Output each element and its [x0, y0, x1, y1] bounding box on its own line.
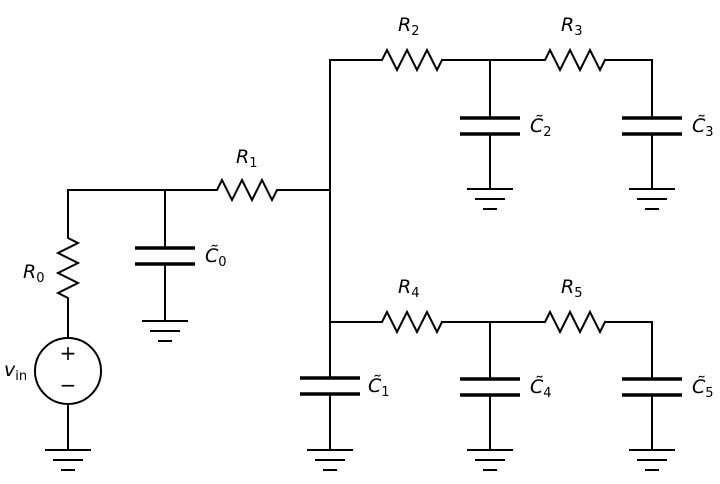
label-c2: C̃2 [530, 115, 552, 140]
label-r1: R1 [236, 146, 257, 171]
resistor-r3 [539, 47, 607, 73]
ground-symbol-c1 [307, 449, 353, 471]
voltage-source: + − [34, 337, 102, 405]
capacitor-c5 [622, 377, 682, 451]
source-minus-sign: − [60, 373, 77, 397]
capacitor-c2 [460, 59, 520, 190]
capacitor-c3 [622, 116, 682, 190]
label-r0: R0 [23, 261, 44, 286]
label-r3: R3 [561, 14, 582, 39]
wire-r3-c3 [604, 59, 653, 118]
ground-symbol-c3 [629, 188, 675, 210]
label-r5: R5 [561, 276, 582, 301]
label-c4: C̃4 [530, 376, 552, 401]
label-r4: R4 [398, 276, 419, 301]
capacitor-c4 [460, 321, 520, 451]
resistor-r4 [376, 309, 444, 335]
wire-r5-c5 [604, 321, 653, 380]
label-c0: C̃0 [205, 245, 227, 270]
capacitor-c1 [300, 321, 360, 451]
ground-symbol-c0 [142, 320, 188, 342]
label-vin: vin [4, 359, 27, 384]
label-c5: C̃5 [692, 376, 714, 401]
ground-symbol-c4 [467, 449, 513, 471]
label-r2: R2 [398, 14, 419, 39]
wire-source-top [67, 189, 213, 235]
ground-symbol-c5 [629, 449, 675, 471]
resistor-r2 [376, 47, 444, 73]
resistor-r1 [211, 177, 283, 203]
source-plus-sign: + [60, 341, 77, 365]
resistor-r5 [539, 309, 607, 335]
label-c1: C̃1 [368, 375, 390, 400]
wires [67, 59, 653, 451]
ground-symbol-c2 [467, 188, 513, 210]
ground-symbol-source [45, 449, 91, 471]
label-c3: C̃3 [692, 115, 714, 140]
resistor-r0 [55, 233, 81, 303]
capacitor-c0 [135, 189, 195, 322]
